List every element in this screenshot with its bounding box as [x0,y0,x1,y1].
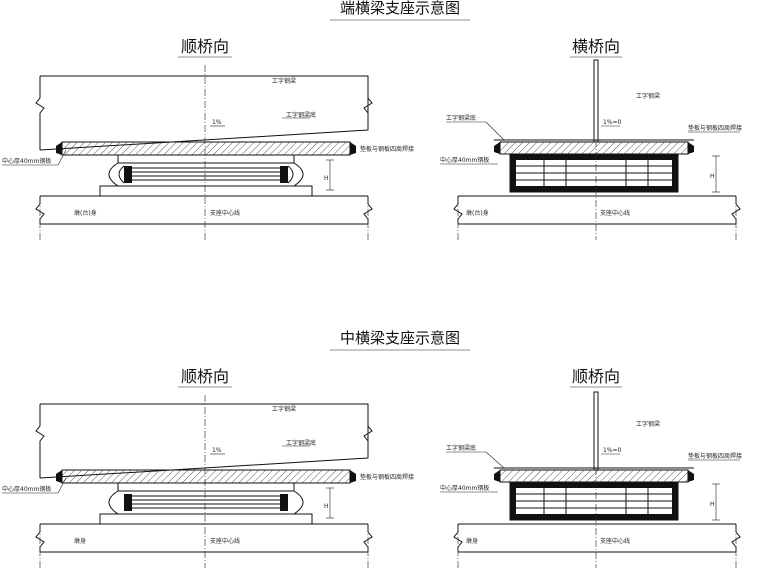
weld-note-label: 垫板与钢板四周焊接 [360,473,414,481]
base-plate [61,469,351,484]
base-plate [499,469,689,483]
girder-break-line-right [363,76,373,130]
girder-label: 工字钢梁 [272,405,296,413]
end-transverse-panel: H 工字钢梁 工字钢梁底 1%=0 垫板与钢板四周焊接 中心厚40mm钢板 墩(… [440,59,742,240]
height-label: H [324,503,329,510]
slope-label: 1% [212,447,222,454]
girder-web [593,391,599,471]
height-label: H [324,175,329,182]
rubber-bulge-left [108,162,119,187]
center-line-label: 支座中心线 [210,537,240,545]
slope-label: 1%=0 [603,447,622,454]
center-plate-label: 中心厚40mm钢板 [440,156,489,164]
end-longitudinal-panel: H 工字钢梁 工字钢梁底 1% 垫板与钢板四周焊接 中心厚40mm钢板 墩(台)… [2,65,414,240]
weld-note-label: 垫板与钢板四周焊接 [688,452,742,460]
pier-top-bottom [458,523,736,553]
center-line-label: 支座中心线 [600,209,630,217]
pier-top-bottom [458,195,736,225]
weld-right [350,142,356,155]
girder-bottom-label: 工字钢梁底 [286,439,316,447]
pier-abutment-label: 墩(台)身 [466,209,489,217]
pier-top-bottom [40,195,368,225]
slope-label: 1%=0 [603,119,622,126]
weld-note-label: 垫板与钢板四周焊接 [360,145,414,153]
mid-trans-view-title: 顺桥向 [572,367,620,386]
girder-label: 工字钢梁 [636,92,660,100]
girder-outline [39,75,369,151]
weld-note-label: 垫板与钢板四周焊接 [688,124,742,132]
slope-label: 1% [212,119,222,126]
weld-left [56,142,62,155]
girder-bottom-label: 工字钢梁底 [446,444,476,452]
center-plate-label: 中心厚40mm钢板 [2,485,51,493]
top-plate [117,154,295,164]
mid-transverse-panel: H 工字钢梁 工字钢梁底 1%=0 垫板与钢板四周焊接 中心厚40mm钢板 墩身… [440,391,742,568]
end-beam-title: 端横梁支座示意图 [340,0,460,17]
center-line-label: 支座中心线 [210,209,240,217]
girder-web [593,59,599,143]
girder-label: 工字钢梁 [636,420,660,428]
girder-outline [39,403,369,479]
center-plate-label: 中心厚40mm钢板 [2,157,51,165]
pier-label: 墩身 [466,537,478,545]
girder-bottom-label: 工字钢梁底 [446,114,476,122]
end-long-view-title: 顺桥向 [181,37,229,56]
pier-top-bottom [40,523,368,553]
bottom-plate [99,185,313,197]
mid-beam-title: 中横梁支座示意图 [340,329,460,347]
base-plate [61,141,351,156]
pier-abutment-label: 墩(台)身 [74,209,97,217]
end-trans-view-title: 横桥向 [572,37,620,56]
height-label: H [710,173,715,180]
rubber-bulge-right [293,162,304,187]
base-plate [499,141,689,155]
pier-label: 墩身 [74,537,86,545]
girder-break-line [35,76,45,150]
girder-bottom-label: 工字钢梁底 [286,111,316,119]
height-label: H [710,501,715,508]
mid-longitudinal-panel: H 工字钢梁 工字钢梁底 1% 垫板与钢板四周焊接 中心厚40mm钢板 墩身 支… [2,395,414,568]
center-plate-label: 中心厚40mm钢板 [440,484,489,492]
mid-long-view-title: 顺桥向 [181,367,229,386]
center-line-label: 支座中心线 [600,537,630,545]
girder-label: 工字钢梁 [272,77,296,85]
